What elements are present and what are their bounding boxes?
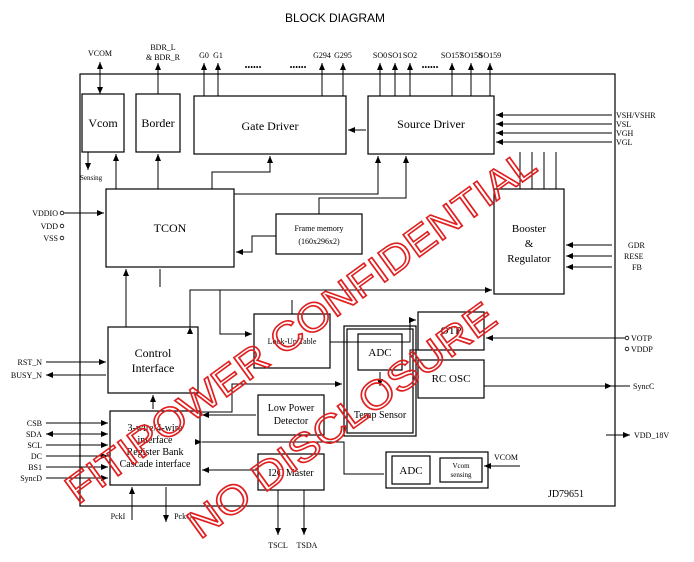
- rc-osc-label: RC OSC: [432, 373, 471, 385]
- vcom-sensing-label-1: Vcom: [452, 462, 470, 470]
- pin-so1: SO1: [388, 51, 402, 60]
- chip-outline: [79, 73, 616, 507]
- diagram-title: BLOCK DIAGRAM: [285, 11, 385, 25]
- dots-gate-1: ••••••: [245, 63, 262, 72]
- booster-label-3: Regulator: [507, 253, 551, 265]
- border-block: [135, 93, 181, 153]
- pin-tsda: TSDA: [297, 541, 318, 550]
- booster-label-1: Booster: [512, 223, 547, 235]
- control-label-1: Control: [135, 346, 172, 360]
- source-driver-block: [367, 95, 495, 155]
- serif-label-2: interface: [138, 435, 174, 446]
- serial-interface-block: [109, 410, 201, 486]
- dots-gate-2: ••••••: [290, 63, 307, 72]
- pin-vsl: VSL: [616, 120, 631, 129]
- temp-sensor-label: Temp Sensor: [354, 410, 407, 421]
- pin-votp: VOTP: [631, 334, 652, 343]
- i2c-master-block: [257, 453, 325, 491]
- pin-csb: CSB: [27, 419, 42, 428]
- lpd-label-2: Detector: [274, 416, 309, 427]
- pin-fb: FB: [632, 263, 642, 272]
- gate-driver-label: Gate Driver: [242, 119, 299, 133]
- pin-vgl: VGL: [616, 138, 633, 147]
- pin-so159: SO159: [479, 51, 501, 60]
- pin-sda: SDA: [26, 430, 42, 439]
- frame-memory-label: Frame memory: [294, 224, 343, 233]
- control-label-2: Interface: [132, 361, 175, 375]
- pin-syncc: SyncC: [633, 382, 654, 391]
- border-block-label: Border: [141, 116, 174, 130]
- low-power-detector-block: [257, 394, 325, 436]
- internal-connections: [85, 127, 612, 475]
- pin-bdr-2: & BDR_R: [146, 53, 181, 62]
- pin-busy-n: BUSY_N: [11, 371, 42, 380]
- pin-vss: VSS: [43, 234, 58, 243]
- pin-tscl: TSCL: [268, 541, 288, 550]
- pin-vcom-in: VCOM: [494, 453, 518, 462]
- adc-label: ADC: [368, 347, 391, 359]
- source-driver-label: Source Driver: [397, 117, 465, 131]
- left-pins: VDDIO VDD VSS RST_N BUSY_N CSB SDA SCL D…: [11, 209, 108, 483]
- rc-osc-block: [417, 359, 485, 399]
- i2c-label: I2C Master: [268, 468, 314, 479]
- frame-memory-block: [275, 213, 363, 255]
- vcom-sensing-label-2: sensing: [451, 471, 473, 479]
- pin-g295: G295: [334, 51, 352, 60]
- pin-bs1: BS1: [28, 463, 42, 472]
- serif-label-3: Register Bank: [127, 447, 184, 458]
- pin-vddp: VDDP: [631, 345, 653, 354]
- vcom-block: [81, 93, 125, 153]
- pin-so0: SO0: [373, 51, 387, 60]
- pin-pcko: PckO: [174, 512, 192, 521]
- vcom-block-label: Vcom: [88, 116, 118, 130]
- vcom-sensing-block: [439, 457, 483, 483]
- control-interface-block: [107, 326, 199, 394]
- pin-vcom-top: VCOM: [88, 49, 112, 58]
- pin-vddio: VDDIO: [32, 209, 58, 218]
- dots-source: ••••••: [422, 63, 439, 72]
- pin-so2: SO2: [403, 51, 417, 60]
- booster-label-2: &: [525, 238, 534, 250]
- adc2-block: [391, 455, 431, 485]
- tcon-label: TCON: [154, 221, 187, 235]
- pin-g294: G294: [313, 51, 331, 60]
- adc2-label: ADC: [399, 465, 422, 477]
- pin-scl: SCL: [27, 441, 42, 450]
- gate-driver-block: [193, 95, 347, 155]
- serif-label-4: Cascade interface: [120, 459, 191, 470]
- frame-memory-size: (160x296x2): [298, 237, 340, 246]
- pin-pcki: PckI: [111, 512, 126, 521]
- right-pins: VSH/VSHR VSL VGH VGL GDR RESE FB VOTP VD…: [484, 111, 669, 469]
- adc-block: [357, 333, 403, 371]
- pin-gdr: GDR: [628, 241, 646, 250]
- pin-vdd: VDD: [41, 222, 59, 231]
- otp-block: [417, 311, 485, 351]
- booster-regulator-block: [493, 188, 565, 295]
- bottom-pins: PckI PckO TSCL TSDA: [111, 487, 318, 550]
- pin-rst-n: RST_N: [18, 358, 43, 367]
- serif-label-1: 3-wire/4-wire: [128, 423, 184, 434]
- pin-vgh: VGH: [616, 129, 634, 138]
- pin-vsh: VSH/VSHR: [616, 111, 656, 120]
- pin-g0: G0: [199, 51, 209, 60]
- watermark-line-2: NO DISCLOSURE: [179, 294, 504, 547]
- lpd-label-1: Low Power: [268, 403, 315, 414]
- pin-so158: SO158: [460, 51, 482, 60]
- lut-label: Look-Up Table: [268, 337, 317, 346]
- pin-g1: G1: [213, 51, 223, 60]
- tcon-block: [105, 188, 235, 268]
- chip-name: JD79651: [548, 489, 584, 500]
- pin-vdd18: VDD_18V: [634, 431, 669, 440]
- sensing-label: Sensing: [80, 174, 103, 182]
- pin-so157: SO157: [441, 51, 463, 60]
- otp-label: OTP: [441, 325, 462, 337]
- pin-dc: DC: [31, 452, 42, 461]
- pin-rese: RESE: [624, 252, 644, 261]
- top-pin-lines: [97, 62, 493, 96]
- pin-syncd: SyncD: [20, 474, 42, 483]
- pin-bdr-1: BDR_L: [150, 43, 175, 52]
